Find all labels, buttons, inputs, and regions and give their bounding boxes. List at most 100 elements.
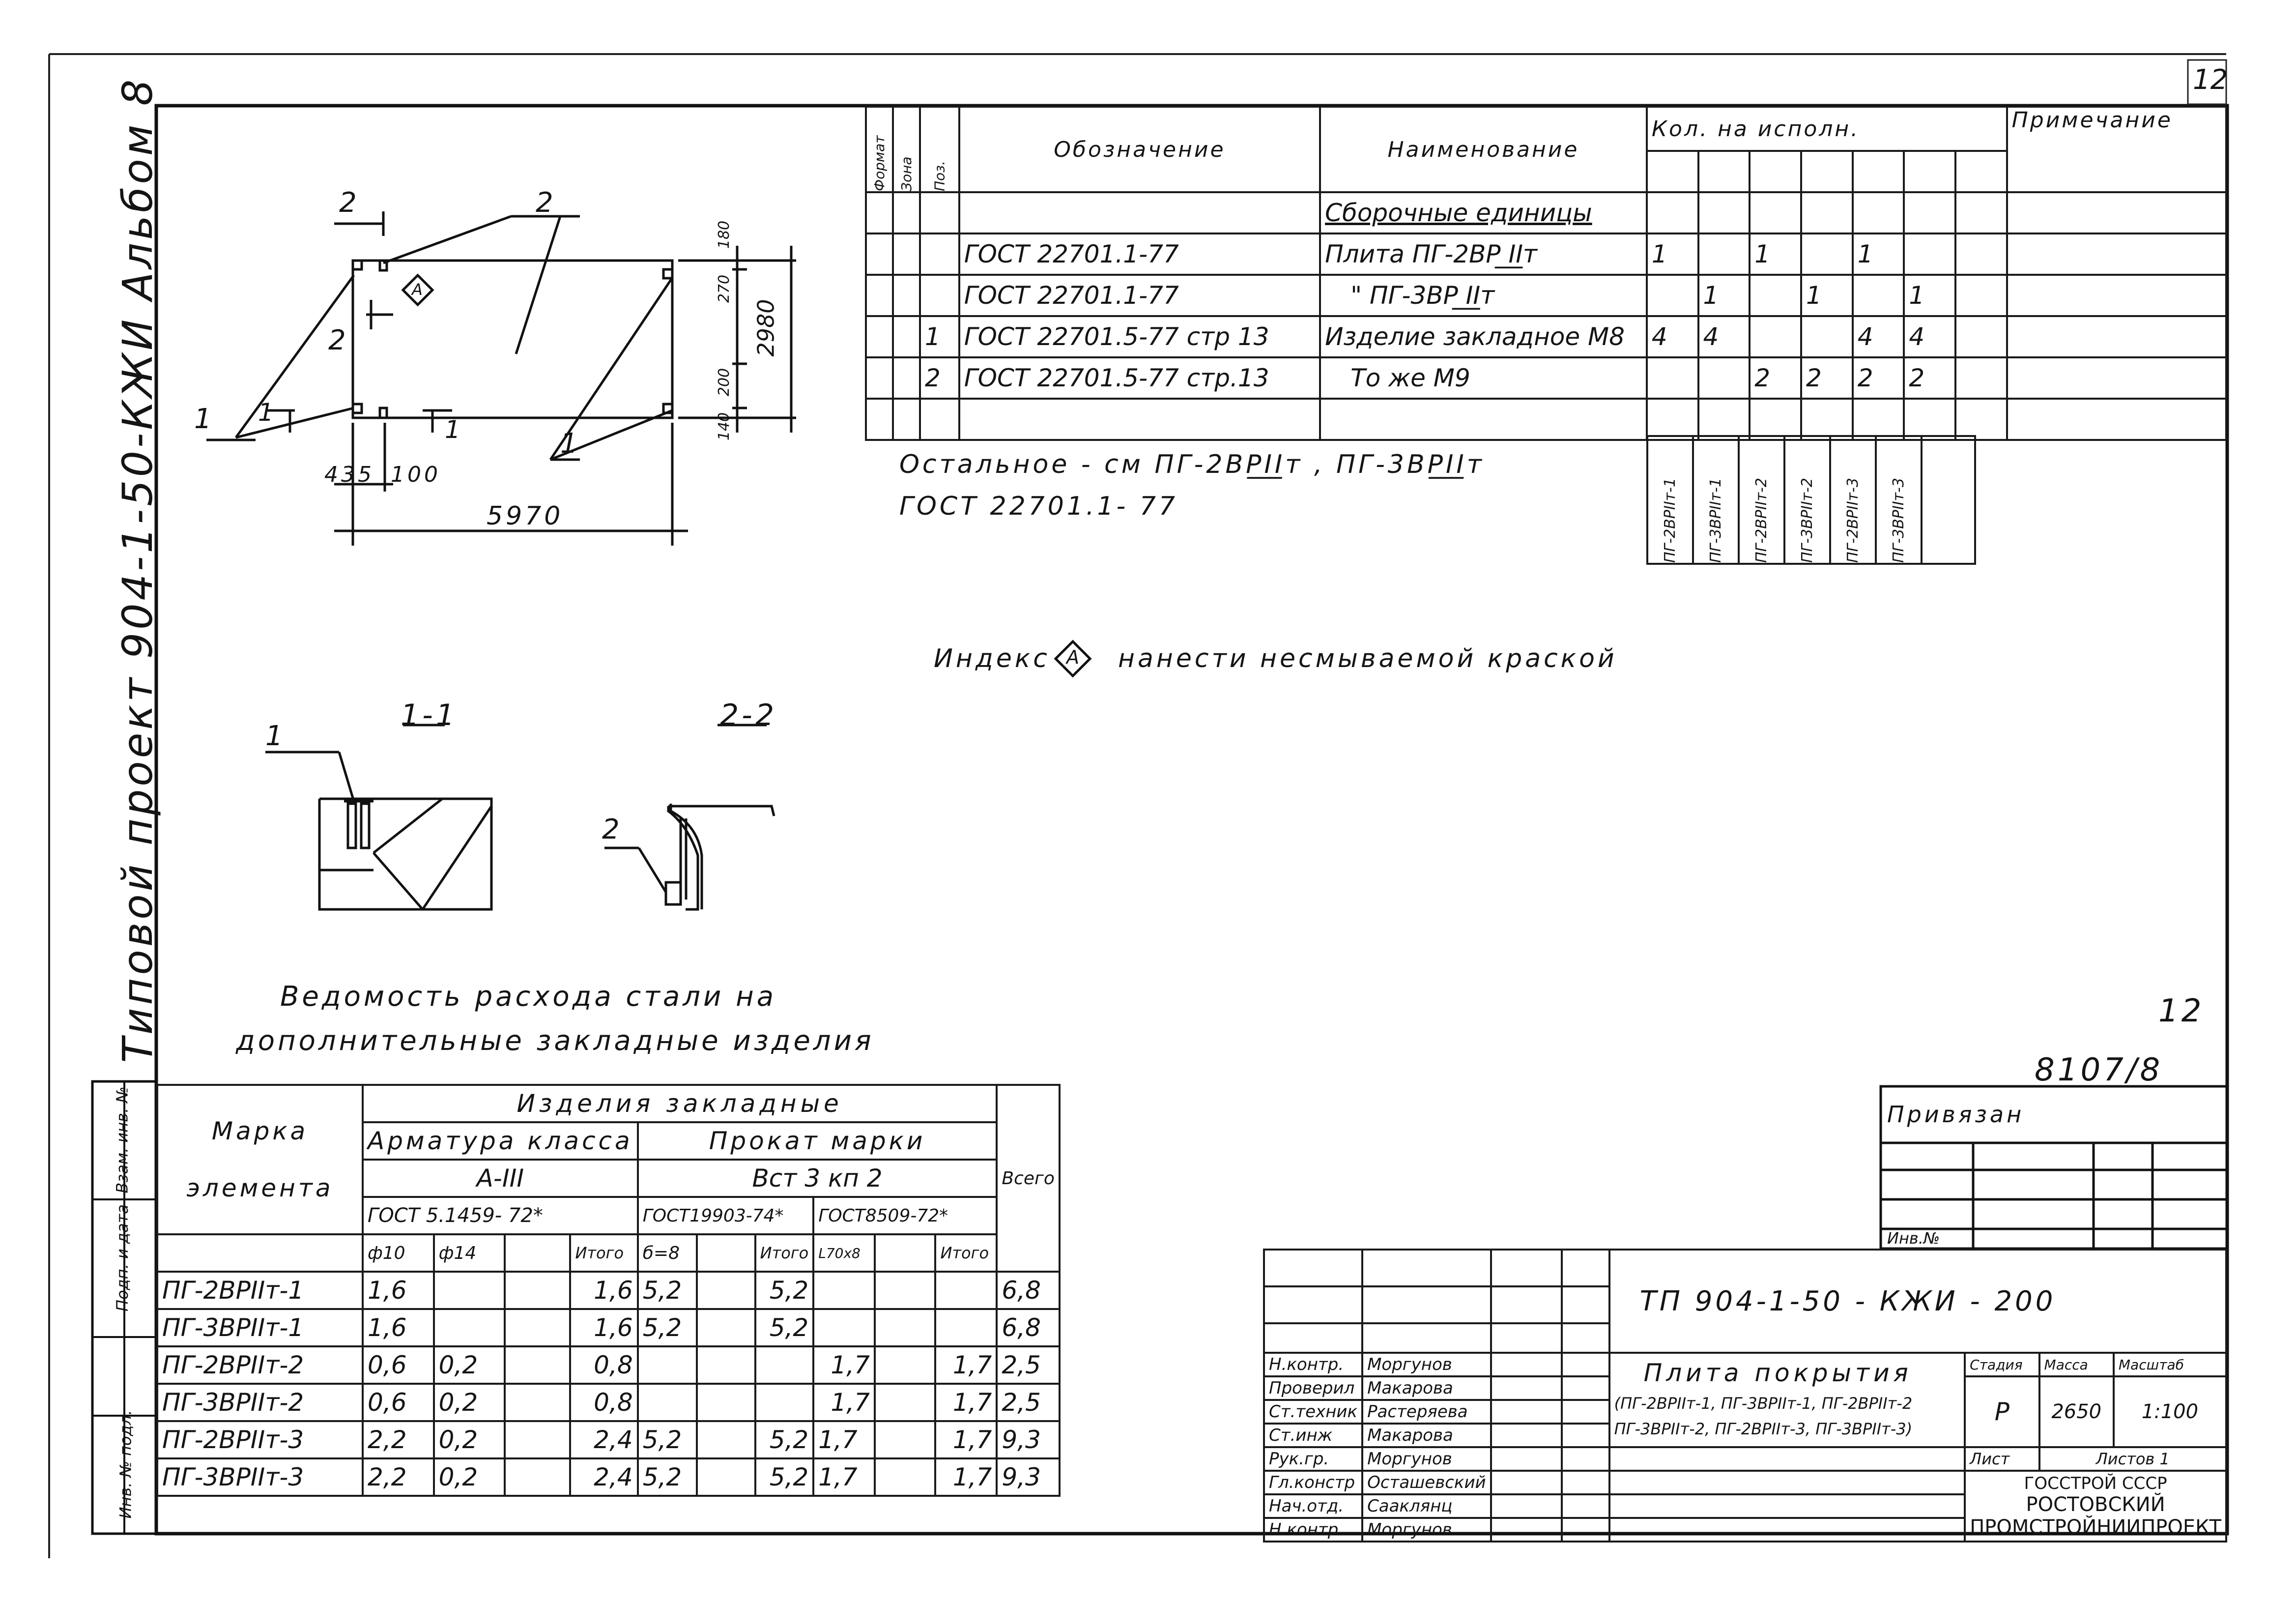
steel-title-2: дополнительные закладные изделия (236, 1025, 874, 1057)
signer-role: Проверил (1263, 1375, 1364, 1401)
label-section2-side: 2 (328, 324, 349, 356)
spec-h-format: Формат (866, 107, 893, 192)
section-2-2 (604, 724, 775, 911)
dim-2980: 2980 (752, 299, 779, 357)
signer-name: Моргунов (1361, 1352, 1492, 1377)
embed-m8 (351, 259, 363, 271)
index-note-letter: А (1066, 646, 1079, 668)
dim-180: 180 (716, 220, 733, 249)
inv-no-label: Инв.№ (1887, 1229, 1940, 1248)
label-callout1: 1 (194, 403, 215, 435)
index-diamond-note (1054, 640, 1092, 678)
section-2-2-label: 2-2 (720, 698, 777, 732)
signer-name: Сааклянц (1361, 1493, 1492, 1519)
index-diamond-plan (401, 273, 434, 307)
section-1-1-callout: 1 (265, 720, 286, 752)
label-callout2-top: 2 (536, 187, 556, 219)
remaining-note-2: ГОСТ 22701.1- 77 (899, 492, 1178, 521)
label-section1-right: 1 (445, 415, 463, 444)
spec-h-qty: Кол. на исполн. (1645, 106, 2008, 152)
spec-row: 1 ГОСТ 22701.5-77 стр 13 Изделие закладн… (865, 315, 2228, 358)
title-sub-2: ПГ-3ВРIIт-2, ПГ-2ВРIIт-3, ПГ-3ВРIIт-3) (1614, 1420, 1913, 1438)
signer-name: Моргунов (1361, 1517, 1492, 1543)
title-block: ТП 904-1-50 - КЖИ - 200 Н.контр. Моргуно… (1263, 1249, 2228, 1543)
embed-m8 (662, 268, 674, 280)
spec-h-pos: Поз. (919, 107, 959, 192)
slab-outline (351, 259, 674, 419)
title-doc-code: ТП 904-1-50 - КЖИ - 200 (1608, 1249, 2228, 1354)
label-section1-left: 1 (258, 398, 277, 427)
variant-label: ПГ-3ВРIIт-1 (1693, 436, 1739, 564)
dim-435: 435 (324, 462, 374, 487)
page-number: 12 (2158, 993, 2205, 1029)
signer-name: Растеряева (1361, 1399, 1492, 1425)
slab-plan (206, 211, 796, 546)
spec-h-note: Примечание (2006, 106, 2228, 193)
spec-variants: ПГ-2ВРIIт-1 ПГ-3ВРIIт-1 ПГ-2ВРIIт-2 ПГ-3… (1646, 435, 1976, 565)
signer-name: Макарова (1361, 1423, 1492, 1448)
steel-h-vsego: Всего (996, 1084, 1061, 1273)
signer-name: Макарова (1361, 1375, 1492, 1401)
dim-140: 140 (716, 412, 733, 441)
embed-m9 (378, 407, 388, 419)
variant-label: ПГ-3ВРIIт-3 (1876, 436, 1922, 564)
dim-200: 200 (716, 368, 733, 397)
variant-label: ПГ-2ВРIIт-1 (1647, 436, 1693, 564)
signer-name: Осташевский (1361, 1470, 1492, 1495)
dim-100: 100 (391, 462, 441, 487)
signer-role: Ст.инж (1263, 1423, 1364, 1448)
left-margin-title: Типовой проект 904-1-50-КЖИ Альбом 8 (114, 76, 162, 1063)
embed-m8 (351, 403, 363, 414)
stamp-inv-podl: Инв. № подл. (116, 1410, 135, 1519)
spec-h-name: Наименование (1319, 106, 1648, 193)
signer-role: Нач.отд. (1263, 1493, 1364, 1519)
steel-row: ПГ-2ВРIIт-1 1,6 1,6 5,2 5,2 6,8 (156, 1271, 1061, 1310)
spec-h-zone: Зона (892, 107, 920, 192)
drawing-frame (154, 104, 2229, 1536)
signer-role: Ст.техник (1263, 1399, 1364, 1425)
signer-role: Гл.констр (1263, 1470, 1364, 1495)
sheet-number: 12 (2193, 64, 2228, 96)
index-mark-plan: А (412, 280, 423, 299)
embed-m9 (378, 259, 388, 272)
variant-label: ПГ-2ВРIIт-3 (1830, 436, 1876, 564)
dim-270: 270 (716, 274, 733, 303)
sheet-number-box (2187, 59, 2227, 105)
stamp-vzam-inv: Взам. инв. № (113, 1086, 132, 1193)
variant-label: ПГ-2ВРIIт-2 (1739, 436, 1784, 564)
org-line-2: РОСТОВСКИЙ (2026, 1493, 2165, 1516)
steel-h-izdelia: Изделия закладные (361, 1084, 998, 1123)
label-section2-top: 2 (339, 187, 360, 219)
signer-role: Рук.гр. (1263, 1446, 1364, 1472)
steel-title-1: Ведомость расхода стали на (280, 981, 777, 1013)
title-name: Плита покрытия (1643, 1359, 1912, 1387)
variant-label: ПГ-3ВРIIт-2 (1784, 436, 1830, 564)
dim-5970: 5970 (487, 501, 564, 531)
privyazan-label: Привязан (1887, 1101, 2025, 1128)
org-line-1: ГОССТРОЙ СССР (2024, 1474, 2167, 1493)
sheet-code: 8107/8 (2035, 1052, 2163, 1088)
org-line-3: ПРОМСТРОЙНИИПРОЕКТ (1970, 1516, 2221, 1539)
spec-h-designation: Обозначение (958, 106, 1321, 193)
section-1-1-label: 1-1 (401, 698, 458, 732)
signer-role: Н.контр. (1263, 1517, 1364, 1543)
index-note-prefix: Индекс (934, 644, 1050, 673)
steel-row: ПГ-3ВРIIт-1 1,6 1,6 5,2 5,2 6,8 (156, 1308, 1061, 1347)
section-2-2-callout: 2 (602, 814, 623, 845)
index-note-suffix: нанести несмываемой краской (1118, 644, 1617, 673)
remaining-note-1: Остальное - см ПГ-2ВР̲I̲I̲т , ПГ-3ВР̲I̲I… (899, 450, 1485, 479)
label-callout1-right: 1 (560, 428, 581, 460)
signer-role: Н.контр. (1263, 1352, 1364, 1377)
section-1-1 (265, 724, 493, 911)
privyazan-block (1879, 1085, 2229, 1250)
stamp-podp-data: Подп. и дата (113, 1204, 132, 1311)
